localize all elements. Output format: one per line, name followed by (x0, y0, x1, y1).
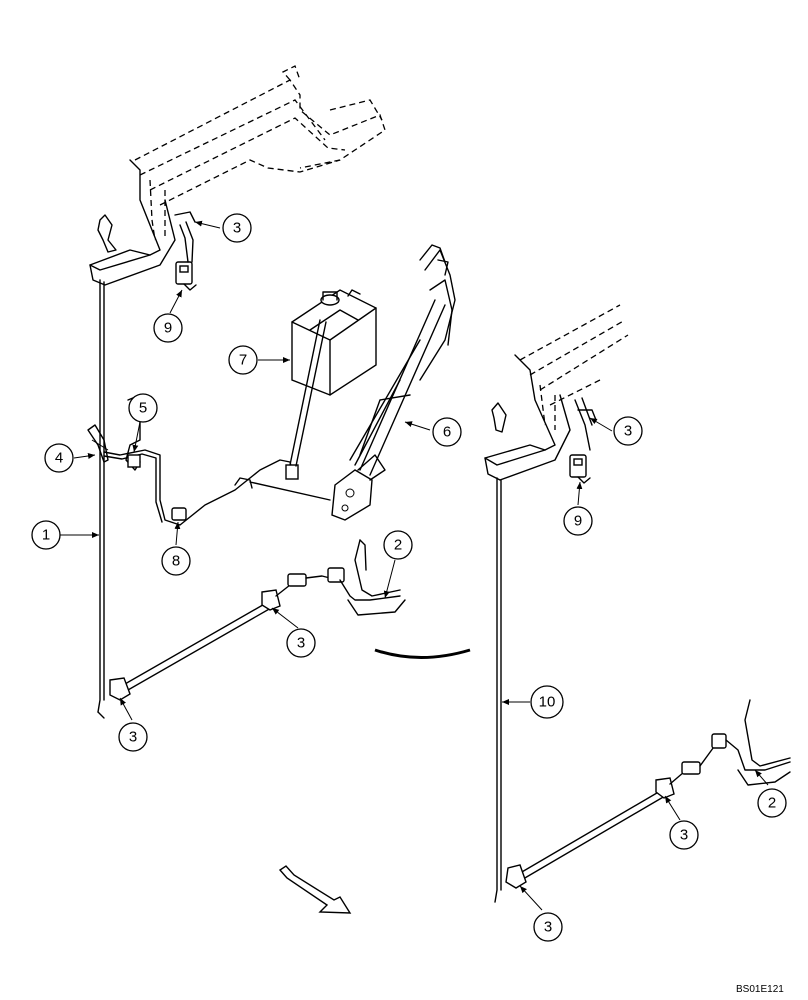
callout-label: 3 (544, 919, 552, 936)
callout-2-left: 2 (383, 530, 413, 560)
swoosh-line (374, 648, 471, 659)
callout-6: 6 (432, 417, 462, 447)
wiper-arm-assembly (331, 244, 456, 521)
left-lower-harness (109, 539, 406, 701)
leader-lines (60, 220, 769, 911)
callout-10: 10 (530, 685, 564, 719)
callout-3-right-upper: 3 (613, 416, 643, 446)
forward-arrow-icon (278, 865, 352, 914)
callout-2-right: 2 (757, 788, 787, 818)
harness-clip (87, 424, 109, 463)
middle-harness (103, 319, 331, 526)
callout-label: 9 (164, 320, 172, 337)
right-vertical-harness (494, 477, 502, 903)
callout-label: 10 (539, 694, 556, 711)
callout-label: 4 (55, 450, 63, 467)
callout-3-right-low: 3 (533, 912, 563, 942)
callout-label: 3 (233, 220, 241, 237)
washer-reservoir (291, 289, 377, 396)
callout-1: 1 (31, 520, 61, 550)
callout-label: 1 (42, 527, 50, 544)
callout-label: 3 (624, 423, 632, 440)
callout-label: 3 (297, 635, 305, 652)
callout-label: 8 (172, 553, 180, 570)
callout-label: 5 (139, 400, 147, 417)
callout-4: 4 (44, 443, 74, 473)
callout-5: 5 (128, 393, 158, 423)
callout-3-upper: 3 (222, 213, 252, 243)
callout-label: 9 (574, 513, 582, 530)
right-cab-structure (484, 304, 629, 484)
upper-switch (174, 211, 197, 291)
callout-label: 3 (129, 729, 137, 746)
callout-9-right: 9 (563, 506, 593, 536)
callout-3-left-low: 3 (118, 722, 148, 752)
upper-cab-structure (89, 65, 386, 286)
callout-label: 3 (680, 827, 688, 844)
callout-label: 2 (394, 537, 402, 554)
callout-label: 7 (239, 352, 247, 369)
right-lower-harness (505, 699, 791, 889)
callout-3-right-mid: 3 (669, 820, 699, 850)
left-vertical-harness (97, 279, 105, 719)
callout-3-left-mid: 3 (286, 628, 316, 658)
callout-8: 8 (161, 546, 191, 576)
callout-label: 2 (768, 795, 776, 812)
reference-code: BS01E121 (736, 984, 784, 995)
callout-7: 7 (228, 345, 258, 375)
callout-label: 6 (443, 424, 451, 441)
callout-9-upper: 9 (153, 313, 183, 343)
